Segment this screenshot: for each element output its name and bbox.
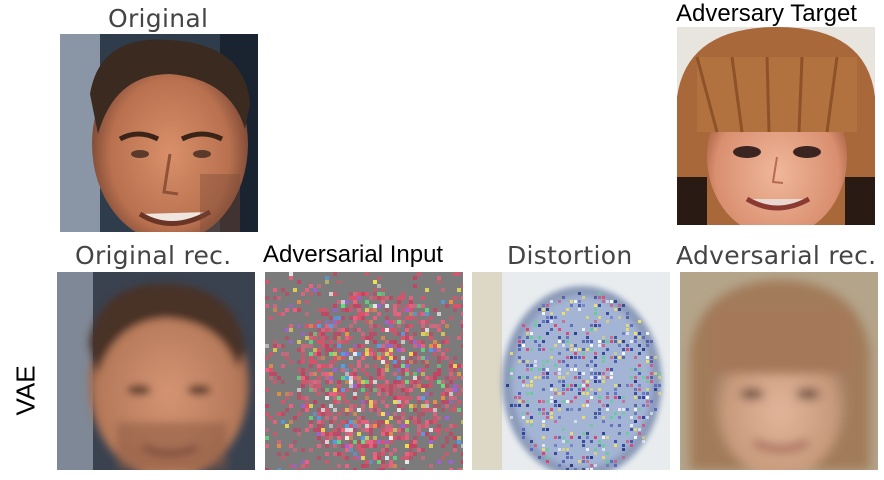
adversarial-input-image <box>265 272 463 470</box>
adversary-target-face-image <box>677 27 875 225</box>
adversary-target-face-svg <box>677 27 875 225</box>
adversarial-rec-title: Adversarial rec. <box>676 241 877 270</box>
original-face-image <box>60 34 258 232</box>
adversary-target-title: Adversary Target <box>676 0 857 27</box>
original-face-svg <box>60 34 258 232</box>
adversarial-input-title: Adversarial Input <box>263 241 444 268</box>
original-rec-face-image <box>57 272 255 470</box>
original-rec-face-svg <box>57 272 255 470</box>
original-title: Original <box>108 4 209 33</box>
distortion-title: Distortion <box>507 241 633 270</box>
distortion-svg <box>472 272 670 470</box>
adversarial-noise-svg <box>265 272 463 470</box>
adversarial-rec-face-image <box>680 272 878 470</box>
original-rec-title: Original rec. <box>75 241 232 270</box>
vae-row-label: VAE <box>10 365 41 416</box>
adversarial-rec-face-svg <box>680 272 878 470</box>
distortion-image <box>472 272 670 470</box>
